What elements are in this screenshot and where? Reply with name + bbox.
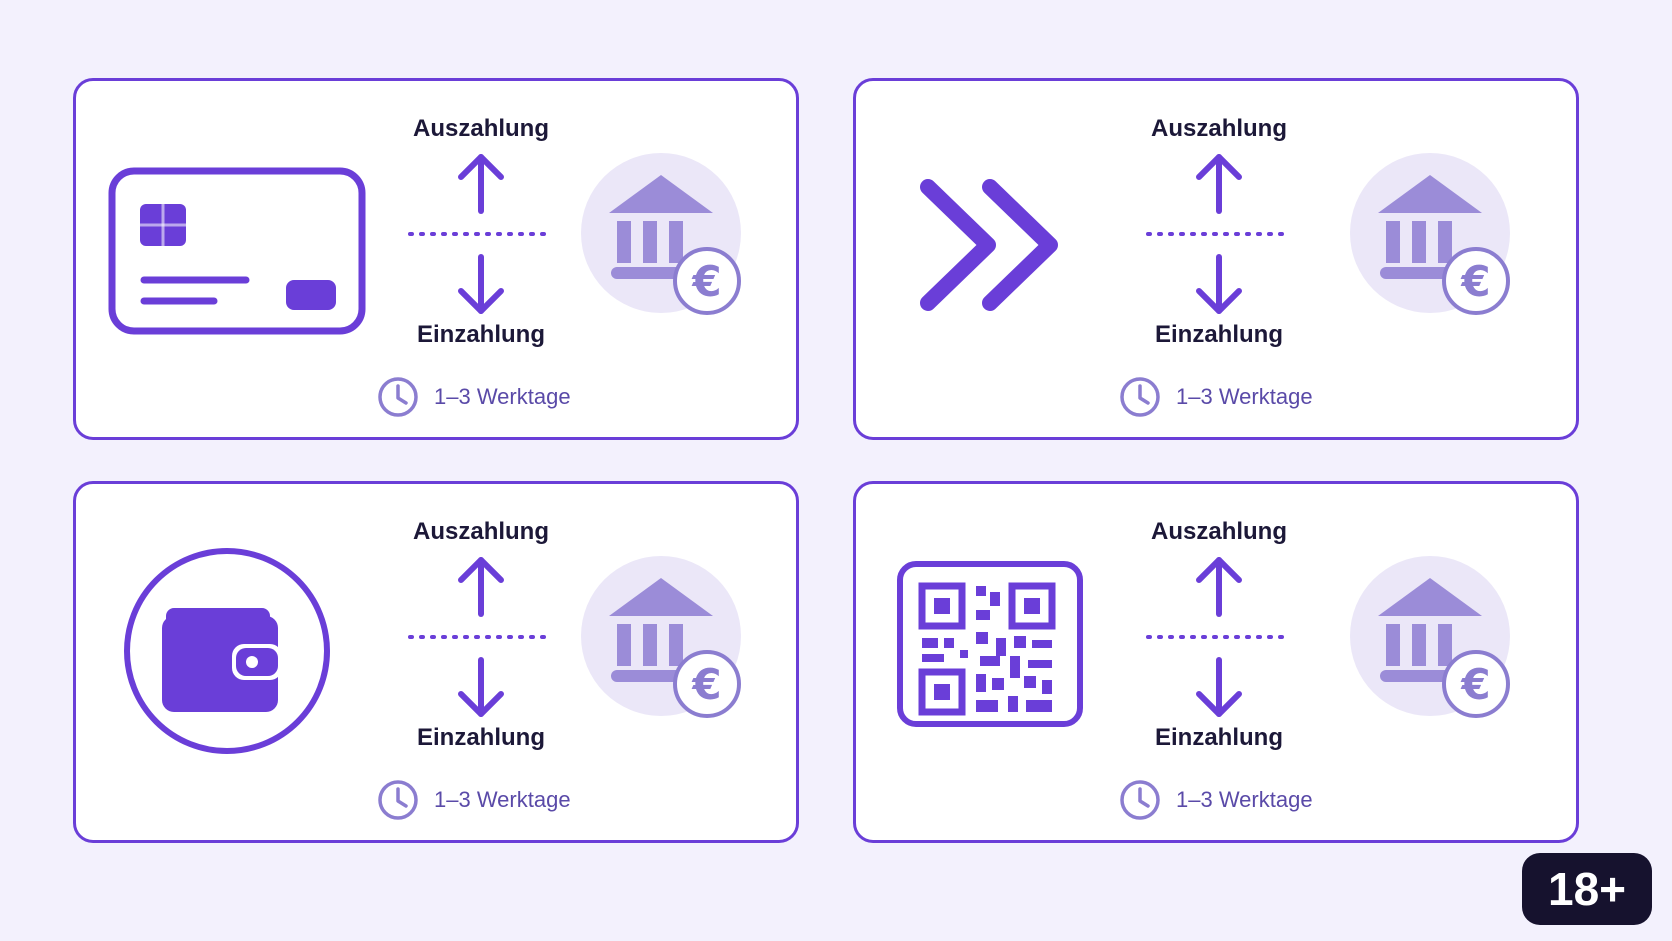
transfer-direction: Auszahlung Einzahlung <box>406 109 556 348</box>
processing-time-text: 1–3 Werktage <box>434 384 571 409</box>
withdrawal-label: Auszahlung <box>413 115 549 142</box>
deposit-label: Einzahlung <box>1155 321 1283 348</box>
transfer-direction: Auszahlung Einzahlung <box>1144 512 1294 751</box>
bank-euro-icon <box>581 153 751 328</box>
processing-time: 1–3 Werktage <box>1118 375 1313 419</box>
up-down-arrows-icon <box>1146 557 1292 717</box>
payment-card-instant-transfer: Auszahlung Einzahlung 1–3 Werktage <box>853 78 1579 440</box>
bank-euro-icon <box>581 556 751 731</box>
withdrawal-label: Auszahlung <box>1151 518 1287 545</box>
clock-icon <box>378 377 418 417</box>
clock-icon <box>378 780 418 820</box>
deposit-label: Einzahlung <box>417 321 545 348</box>
processing-time: 1–3 Werktage <box>376 375 571 419</box>
payment-card-credit-card: Auszahlung Einzahlung 1–3 Werktage <box>73 78 799 440</box>
deposit-label: Einzahlung <box>417 724 545 751</box>
processing-time: 1–3 Werktage <box>376 778 571 822</box>
processing-time: 1–3 Werktage <box>1118 778 1313 822</box>
processing-time-text: 1–3 Werktage <box>1176 787 1313 812</box>
processing-time-text: 1–3 Werktage <box>1176 384 1313 409</box>
payment-card-e-wallet: Auszahlung Einzahlung 1–3 Werktage <box>73 481 799 843</box>
up-down-arrows-icon <box>408 154 554 314</box>
withdrawal-label: Auszahlung <box>1151 115 1287 142</box>
processing-time-text: 1–3 Werktage <box>434 787 571 812</box>
bank-euro-icon <box>1350 153 1520 328</box>
transfer-direction: Auszahlung Einzahlung <box>406 512 556 751</box>
deposit-label: Einzahlung <box>1155 724 1283 751</box>
qr-code-icon <box>896 560 1084 733</box>
clock-icon <box>1120 780 1160 820</box>
credit-card-icon <box>108 167 366 340</box>
bank-euro-icon <box>1350 556 1520 731</box>
double-chevron-right-icon <box>916 177 1066 332</box>
transfer-direction: Auszahlung Einzahlung <box>1144 109 1294 348</box>
up-down-arrows-icon <box>1146 154 1292 314</box>
clock-icon <box>1120 377 1160 417</box>
age-restriction-badge: 18+ <box>1522 853 1652 925</box>
withdrawal-label: Auszahlung <box>413 518 549 545</box>
payment-card-qr-code: Auszahlung Einzahlung 1–3 Werktage <box>853 481 1579 843</box>
up-down-arrows-icon <box>408 557 554 717</box>
wallet-icon <box>122 546 332 761</box>
